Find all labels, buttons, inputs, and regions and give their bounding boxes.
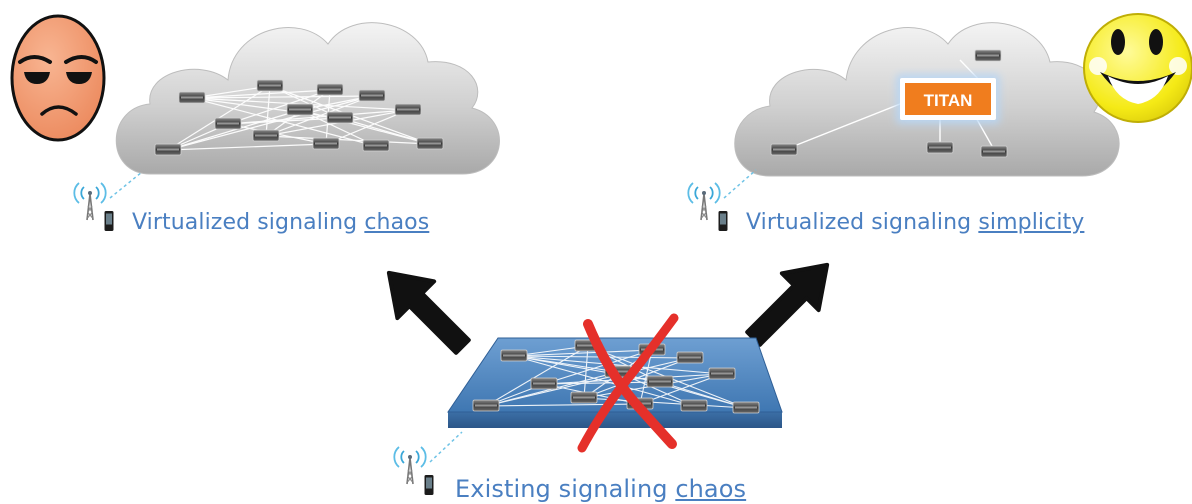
left-antenna-icon xyxy=(73,171,143,221)
server-icon xyxy=(394,103,422,116)
server-icon xyxy=(316,83,344,96)
bottom-antenna-icon xyxy=(393,431,463,485)
server-icon xyxy=(362,139,390,152)
caption-emphasis: simplicity xyxy=(978,210,1085,235)
caption-virtualized-chaos: Virtualized signaling chaos xyxy=(132,210,429,235)
server-icon xyxy=(926,141,954,154)
server-icon xyxy=(154,143,182,156)
right-antenna-icon xyxy=(687,169,757,221)
sad-face-icon xyxy=(10,14,106,142)
server-icon xyxy=(472,399,500,412)
arrow-left-icon xyxy=(371,255,481,365)
server-icon xyxy=(256,79,284,92)
server-icon xyxy=(676,351,704,364)
server-icon xyxy=(770,143,798,156)
bottom-phone-icon xyxy=(424,475,434,495)
titan-label: TITAN xyxy=(924,91,973,110)
server-icon xyxy=(570,391,598,404)
server-icon xyxy=(732,401,760,414)
caption-existing-chaos: Existing signaling chaos xyxy=(455,475,746,503)
right-phone-icon xyxy=(718,211,728,231)
caption-virtualized-simplicity: Virtualized signaling simplicity xyxy=(746,210,1084,235)
server-icon xyxy=(286,103,314,116)
caption-text: Virtualized signaling xyxy=(746,210,979,235)
caption-text: Virtualized signaling xyxy=(132,210,365,235)
caption-text: Existing signaling xyxy=(455,475,676,503)
server-icon xyxy=(708,367,736,380)
server-icon xyxy=(326,111,354,124)
server-icon xyxy=(680,399,708,412)
server-icon xyxy=(358,89,386,102)
server-icon xyxy=(416,137,444,150)
server-icon xyxy=(646,375,674,388)
happy-face-icon xyxy=(1083,13,1192,123)
caption-emphasis: chaos xyxy=(364,210,430,235)
server-icon xyxy=(980,145,1008,158)
server-icon xyxy=(178,91,206,104)
red-x-icon xyxy=(577,313,679,453)
server-icon xyxy=(252,129,280,142)
titan-box xyxy=(896,74,1000,124)
server-icon xyxy=(214,117,242,130)
caption-emphasis: chaos xyxy=(675,475,747,503)
left-phone-icon xyxy=(104,211,114,231)
server-icon xyxy=(500,349,528,362)
server-icon xyxy=(974,49,1002,62)
server-icon xyxy=(530,377,558,390)
server-icon xyxy=(312,137,340,150)
